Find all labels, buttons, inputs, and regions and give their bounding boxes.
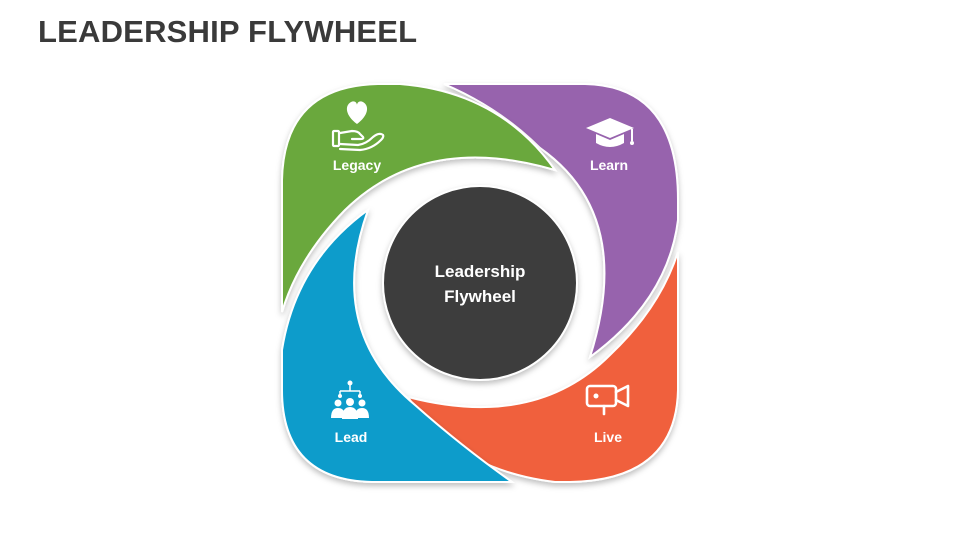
segment-learn-label: Learn [590, 157, 628, 173]
segment-learn[interactable] [443, 83, 679, 360]
segment-lead-label: Lead [335, 429, 368, 445]
segment-live[interactable] [405, 251, 679, 483]
segment-live-label: Live [594, 429, 622, 445]
segment-legacy-shape [281, 83, 558, 313]
center-hub: Leadership Flywheel [382, 185, 578, 381]
segment-legacy-label: Legacy [333, 157, 381, 173]
graduation-cap-icon [586, 118, 634, 147]
center-circle [382, 185, 578, 381]
team-network-icon [331, 380, 369, 419]
center-label-line2: Flywheel [444, 287, 516, 306]
segment-live-shape [405, 251, 679, 483]
segment-legacy[interactable] [281, 83, 558, 313]
page-title: LEADERSHIP FLYWHEEL [38, 14, 418, 49]
video-camera-icon [585, 384, 630, 416]
heart-hand-icon [331, 101, 385, 152]
segment-learn-shape [443, 83, 679, 360]
center-label-line1: Leadership [435, 262, 526, 281]
